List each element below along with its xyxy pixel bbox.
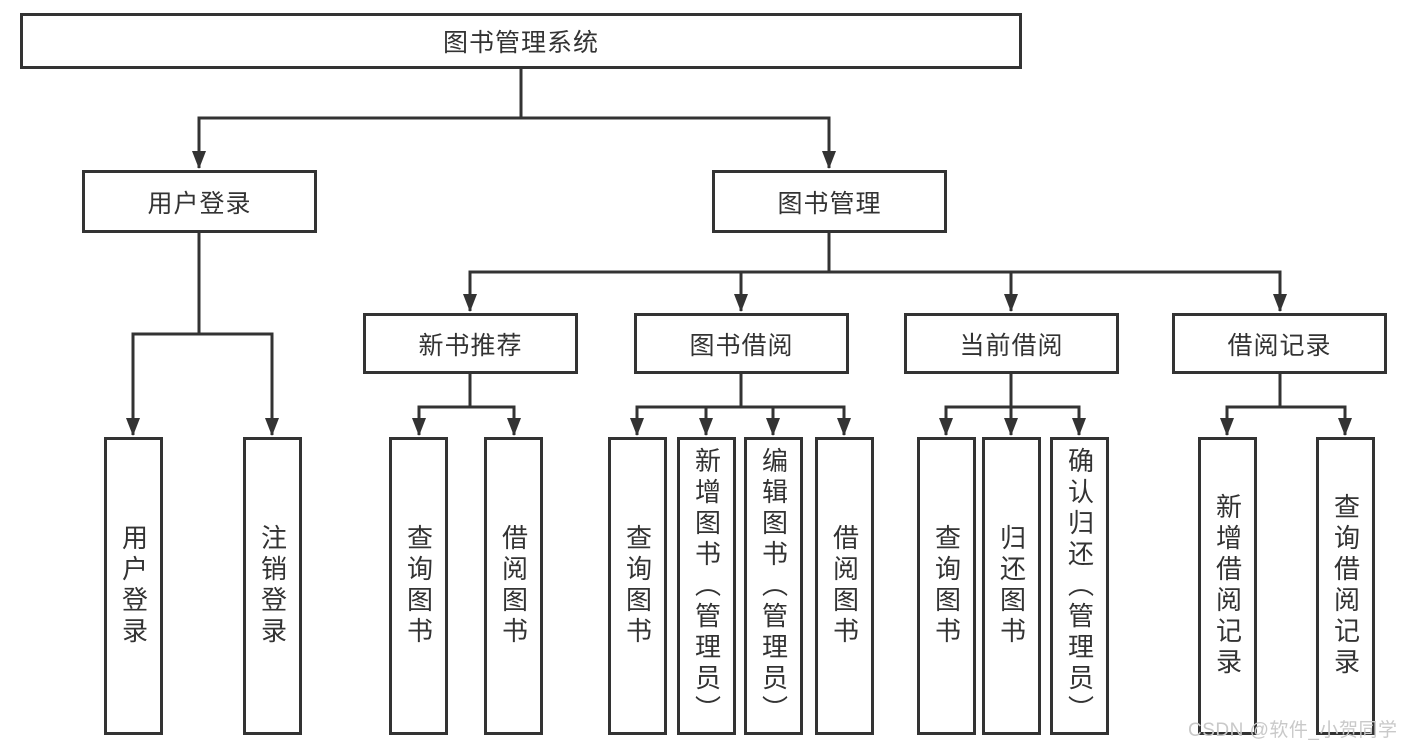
node-book-management: 图书管理: [712, 170, 947, 233]
node-label: 新增图书（管理员）: [691, 446, 722, 726]
node-leaf-return-book: 归还图书: [982, 437, 1041, 735]
node-label: 用户登录: [147, 189, 252, 218]
connector-current-borrow: [944, 372, 1081, 409]
node-label: 归还图书: [996, 524, 1027, 648]
node-borrow-records: 借阅记录: [1172, 313, 1387, 374]
node-leaf-query-book-3: 查询图书: [917, 437, 976, 735]
node-label: 图书管理系统: [442, 29, 599, 57]
node-library-system: 图书管理系统: [20, 13, 1022, 69]
node-label: 编辑图书（管理员）: [758, 446, 789, 726]
node-leaf-borrow-book-1: 借阅图书: [484, 437, 543, 735]
node-label: 借阅图书: [829, 524, 860, 648]
connector-user-login: [131, 231, 274, 336]
connector-new-book: [417, 372, 516, 409]
node-leaf-query-borrow-record: 查询借阅记录: [1316, 437, 1375, 735]
node-label: 新增借阅记录: [1212, 493, 1243, 679]
node-label: 查询图书: [931, 524, 962, 648]
node-user-login: 用户登录: [82, 170, 317, 233]
connector-skeletons: [131, 67, 1347, 409]
connector-arrows: [126, 118, 1352, 436]
node-label: 图书管理: [777, 189, 882, 218]
node-leaf-borrow-book-2: 借阅图书: [815, 437, 874, 735]
node-leaf-edit-book-admin: 编辑图书（管理员）: [744, 437, 803, 735]
node-label: 图书借阅: [689, 331, 794, 360]
node-label: 用户登录: [118, 524, 149, 648]
node-book-borrow: 图书借阅: [634, 313, 849, 374]
node-label: 查询借阅记录: [1330, 493, 1361, 679]
node-label: 注销登录: [257, 524, 288, 648]
node-label: 借阅记录: [1227, 331, 1332, 360]
node-label: 借阅图书: [498, 524, 529, 648]
csdn-watermark: CSDN @软件_小贺同学: [1188, 720, 1398, 741]
node-label: 查询图书: [622, 524, 653, 648]
node-new-book-recommend: 新书推荐: [363, 313, 578, 374]
node-leaf-query-book-2: 查询图书: [608, 437, 667, 735]
node-leaf-add-book-admin: 新增图书（管理员）: [677, 437, 736, 735]
node-leaf-add-borrow-record: 新增借阅记录: [1198, 437, 1257, 735]
node-leaf-confirm-return-admin: 确认归还（管理员）: [1050, 437, 1109, 735]
node-label: 新书推荐: [418, 331, 523, 360]
connector-borrow-records: [1225, 372, 1347, 409]
connector-book-borrow: [635, 372, 846, 409]
node-leaf-user-login: 用户登录: [104, 437, 163, 735]
node-leaf-logout: 注销登录: [243, 437, 302, 735]
node-current-borrow: 当前借阅: [904, 313, 1119, 374]
node-label: 确认归还（管理员）: [1064, 446, 1095, 726]
node-label: 查询图书: [403, 524, 434, 648]
connector-root: [197, 67, 831, 120]
node-label: 当前借阅: [959, 331, 1064, 360]
connector-book-management: [468, 231, 1282, 274]
node-leaf-query-book-1: 查询图书: [389, 437, 448, 735]
